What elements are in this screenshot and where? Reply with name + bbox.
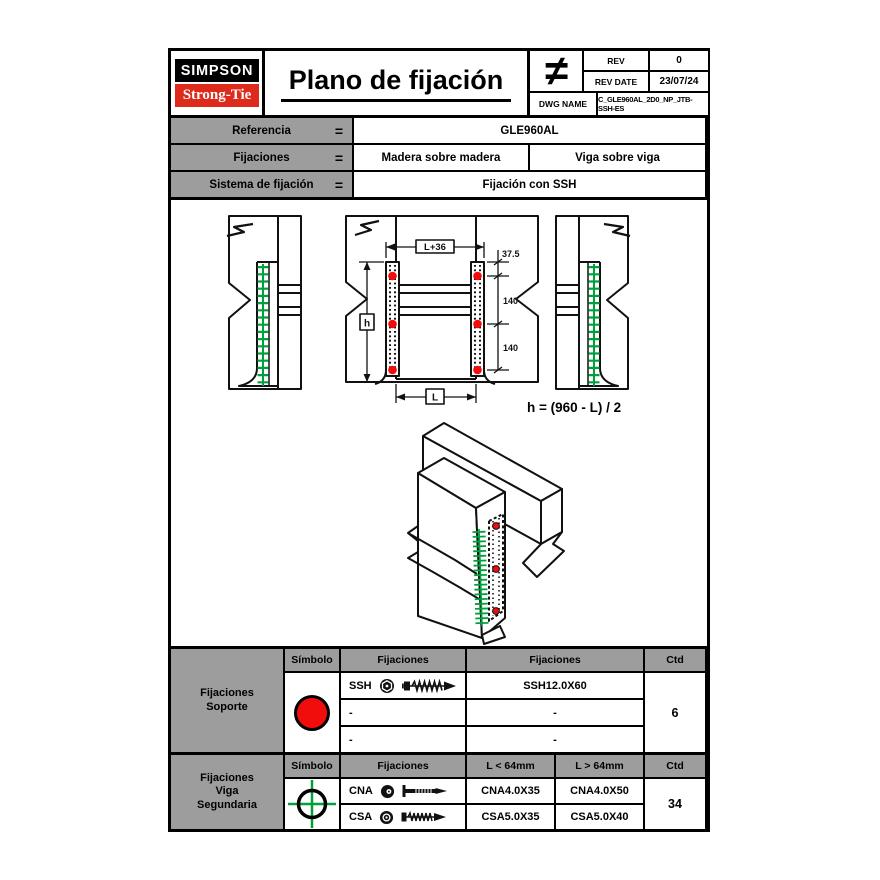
ssh-hex-head-icon (379, 678, 394, 693)
quantity-cell: 6 (645, 673, 705, 752)
ref-label-fijaciones: Fijaciones = (171, 145, 352, 170)
table-cell: CNA4.0X50 (556, 779, 643, 803)
revision-block: ≠ REV 0 REV DATE 23/07/24 DWG NAME C_GLE… (527, 50, 708, 115)
side-view-left-drawing (226, 215, 302, 390)
break-symbol-icon (354, 219, 380, 237)
table-cell: CSA5.0X35 (467, 805, 554, 829)
dim-label-140a: 140 (503, 296, 518, 306)
csa-head-icon (380, 810, 394, 824)
table-row: SSH (341, 673, 465, 698)
beam-fixings-table: Fijaciones Viga Segundaria Símbolo Fijac… (171, 752, 707, 829)
drawing-sheet: SIMPSON Strong-Tie Plano de fijación ≠ R… (168, 48, 710, 832)
equals-sign: = (334, 122, 343, 139)
equals-sign: = (334, 176, 343, 193)
brand-logo: SIMPSON Strong-Tie (171, 51, 265, 115)
simpson-logo: SIMPSON (175, 59, 259, 82)
column-header-simbolo: Símbolo (285, 649, 339, 671)
table-row-label: Fijaciones Viga Segundaria (171, 755, 283, 829)
ref-value-fijaciones-2: Viga sobre viga (530, 145, 705, 170)
dwg-name-value: C_GLE960AL_2D0_NP_JTB-SSH-ES (598, 93, 708, 115)
page-title: Plano de fijación (280, 65, 512, 102)
dim-label-37-5: 37.5 (502, 249, 520, 259)
column-header-fijaciones: Fijaciones (341, 649, 465, 671)
table-cell: - (467, 727, 643, 752)
ref-value-fijaciones-1: Madera sobre madera (354, 145, 528, 170)
quantity-cell: 34 (645, 779, 705, 829)
symbol-cell (285, 779, 339, 829)
dimensions: L+36 h L (359, 239, 520, 405)
ref-label-referencia: Referencia = (171, 118, 352, 143)
table-cell: SSH12.0X60 (467, 673, 643, 698)
column-header-fijaciones: Fijaciones (341, 755, 465, 777)
support-fixings-table: Fijaciones Soporte Símbolo Fijaciones Fi… (171, 646, 707, 752)
title-block: SIMPSON Strong-Tie Plano de fijación ≠ R… (171, 50, 708, 118)
iso-view-drawing (407, 422, 565, 645)
column-header-simbolo: Símbolo (285, 755, 339, 777)
ref-value-referencia: GLE960AL (354, 118, 705, 143)
rev-date-value: 23/07/24 (650, 72, 708, 91)
table-row: CNA (341, 779, 465, 803)
dim-label-h: h (364, 319, 370, 330)
table-row-label: Fijaciones Soporte (171, 649, 283, 752)
column-header-l-long: L > 64mm (556, 755, 643, 777)
column-header-ctd: Ctd (645, 649, 705, 671)
drawing-area: L+36 h L (171, 200, 707, 646)
symbol-cell (285, 673, 339, 752)
ssh-screw-icon (401, 678, 456, 693)
formula-text: h = (960 - L) / 2 (527, 400, 622, 415)
dim-label-top: L+36 (424, 242, 446, 253)
cna-head-icon (380, 784, 394, 798)
equals-sign: = (334, 149, 343, 166)
connector-plates (374, 261, 496, 385)
column-header-fijaciones-2: Fijaciones (467, 649, 643, 671)
rev-date-label: REV DATE (584, 72, 648, 91)
ref-label-sistema: Sistema de fijación = (171, 172, 352, 197)
column-header-ctd: Ctd (645, 755, 705, 777)
reference-table: Referencia = GLE960AL Fijaciones = Mader… (171, 118, 707, 200)
rev-label: REV (584, 51, 648, 70)
page-title-cell: Plano de fijación (265, 51, 527, 115)
strongtie-logo: Strong-Tie (175, 84, 259, 107)
table-row: - (341, 700, 465, 725)
rev-value: 0 (650, 51, 708, 70)
not-equal-icon: ≠ (530, 50, 582, 92)
csa-screw-icon (401, 810, 447, 822)
table-cell: CSA5.0X40 (556, 805, 643, 829)
column-header-l-short: L < 64mm (467, 755, 554, 777)
ref-value-sistema: Fijación con SSH (354, 172, 705, 197)
ssh-fastener-points (388, 271, 482, 375)
table-cell: CNA4.0X35 (467, 779, 554, 803)
table-row: - (341, 727, 465, 752)
table-row: CSA (341, 805, 465, 829)
dim-label-L: L (432, 393, 438, 404)
break-symbol-icon (226, 222, 254, 238)
technical-drawing: L+36 h L (226, 200, 711, 645)
dim-label-140b: 140 (503, 343, 518, 353)
front-view-drawing: L+36 h L (345, 215, 539, 405)
ssh-fastener-points-3d (492, 522, 500, 615)
screw-row-3d (472, 528, 489, 627)
dwg-name-label: DWG NAME (530, 93, 596, 115)
table-cell: - (467, 700, 643, 725)
crosshair-icon (288, 780, 336, 828)
red-circle-icon (294, 694, 330, 731)
side-view-right-drawing (556, 216, 630, 389)
cna-nail-icon (402, 785, 447, 797)
